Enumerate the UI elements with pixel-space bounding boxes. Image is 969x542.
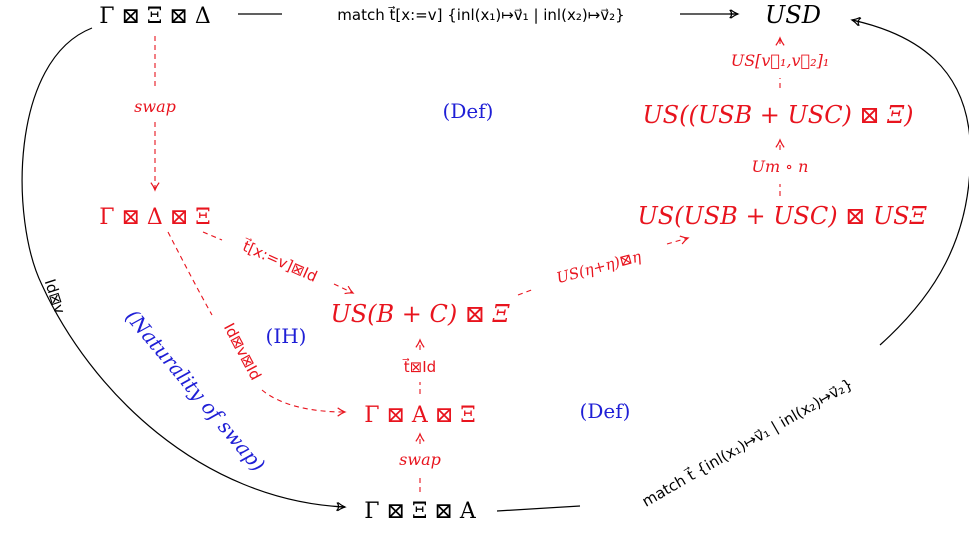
node-gamma-a-xi: Γ ⊠ A ⊠ Ξ [364,403,475,428]
label-swap-bottom: swap [399,450,441,469]
label-swap-left: swap [134,97,176,116]
outer-id-v-arrow [21,27,347,512]
node-top-right: USD [765,1,821,29]
node-gamma-delta-xi: Γ ⊠ Δ ⊠ Ξ [99,205,210,230]
us-eta-arrow-start [517,288,535,296]
t-subst-arrow-end [333,283,355,295]
bottom-match-arrow-curve [850,17,969,346]
node-gamma-xi-a: Γ ⊠ Ξ ⊠ A [364,499,477,524]
label-id-v-outer: Id⊠v [41,277,69,316]
label-bottom-match: match t⃗ {inl(x₁)↦v⃗₁ | inl(x₂)↦v⃗₂} [639,374,856,510]
node-us-usb-usc-usxi: US(USB + USC) ⊠ USΞ [637,202,927,230]
annotation-naturality: (Naturality of swap) [121,305,270,477]
annotation-def-bottom: (Def) [580,399,631,423]
id-v-id-arrow-upper [167,231,213,316]
label-t-id: t⃗⊠Id [402,357,437,376]
label-top-match: match t⃗[x:=v] {inl(x₁)↦v⃗₁ | inl(x₂)↦v⃗… [337,5,624,24]
node-us-b-c-xi: US(B + C) ⊠ Ξ [330,300,510,328]
annotation-def-top: (Def) [443,99,494,123]
label-id-v-id: Id⊠v⊠Id [220,320,265,383]
us-eta-arrow-end [666,235,690,245]
node-top-left: Γ ⊠ Ξ ⊠ Δ [99,4,210,29]
bottom-match-arrow-start [496,505,581,512]
label-t-subst-id: t⃗[x:=v]⊠Id [238,235,320,285]
id-v-id-arrow-lower [261,389,347,417]
label-us-v1v2: US[v⃗₁,v⃗₂]₁ [731,51,830,70]
annotation-ih: (IH) [266,324,307,348]
t-subst-arrow-start [202,231,223,241]
label-um-n: Um ∘ n [752,157,809,176]
label-us-eta: US(η+η)⊠η [554,247,642,287]
node-us-usb-usc-xi: US((USB + USC) ⊠ Ξ) [642,101,913,129]
